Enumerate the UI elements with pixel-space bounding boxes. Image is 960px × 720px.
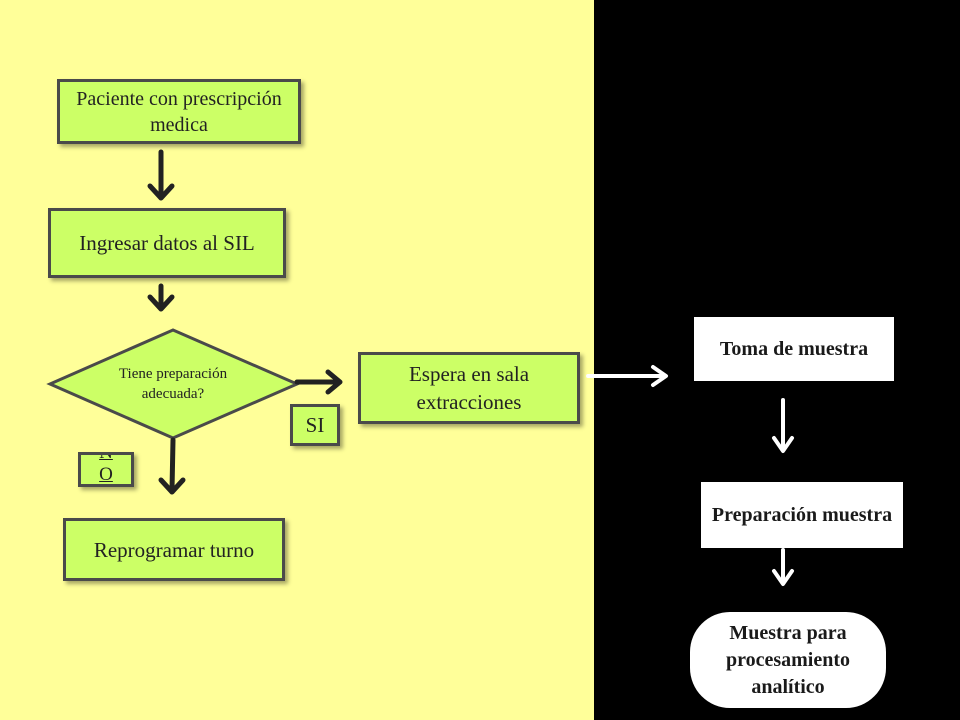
no-label-box: N O	[78, 452, 134, 487]
arrow-decision-to-reschedule	[169, 437, 176, 493]
patient-box: Paciente con prescripción medica	[57, 79, 301, 144]
yes-label: SI	[305, 412, 325, 437]
reschedule-box: Reprogramar turno	[63, 518, 285, 581]
sampling-label: Toma de muestra	[719, 337, 869, 360]
preparation-label: Preparación muestra	[711, 504, 893, 526]
yes-label-box: SI	[290, 404, 340, 446]
decision-text-box: Tiene preparación adecuada?	[118, 352, 228, 416]
decision-label: Tiene preparación adecuada?	[118, 366, 228, 402]
reschedule-label: Reprogramar turno	[93, 537, 255, 562]
analysis-box: Muestra para procesamiento analítico	[690, 612, 886, 708]
enter-data-box: Ingresar datos al SIL	[48, 208, 286, 278]
analysis-label: Muestra para procesamiento analítico	[725, 621, 851, 698]
sampling-box: Toma de muestra	[694, 317, 894, 381]
no-label: N O	[99, 452, 113, 485]
enter-data-label: Ingresar datos al SIL	[79, 230, 255, 255]
preparation-box: Preparación muestra	[701, 482, 903, 548]
wait-room-box: Espera en sala extracciones	[358, 352, 580, 424]
wait-room-label: Espera en sala extracciones	[408, 362, 530, 414]
patient-label: Paciente con prescripción medica	[76, 87, 282, 136]
